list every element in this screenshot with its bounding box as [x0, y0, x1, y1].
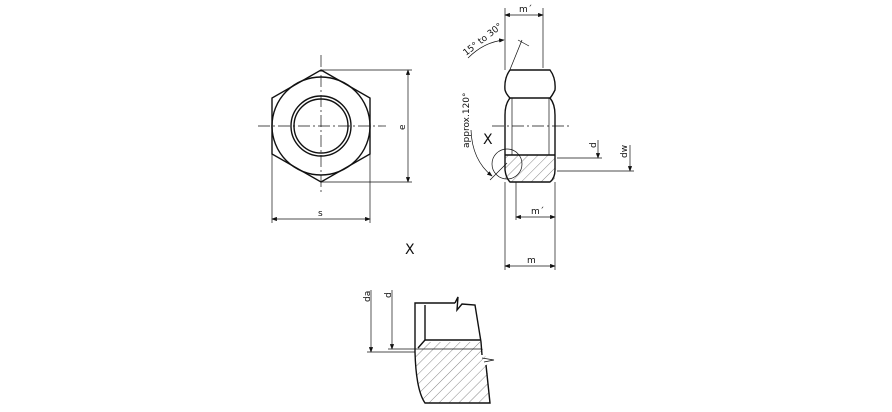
- detail-circle-x: [491, 148, 523, 180]
- upper-chamfer-band: [504, 69, 556, 99]
- label-s: s: [318, 209, 323, 219]
- label-approx-120: approx.120°: [462, 92, 472, 148]
- label-d: d: [589, 142, 599, 148]
- side-view: m´ 15° to 30° approx.120° X d dw m´ m: [462, 4, 634, 270]
- label-detail-d: d: [384, 292, 394, 298]
- label-chamfer-angle: 15° to 30°: [462, 22, 505, 59]
- label-m-prime-top: m´: [519, 4, 532, 15]
- nut-side-outline: [504, 97, 556, 183]
- label-dw: dw: [620, 145, 630, 158]
- detail-x-view: da d: [363, 290, 495, 404]
- front-view: e s: [258, 55, 412, 223]
- label-detail-x: X: [483, 132, 493, 148]
- label-m: m: [527, 256, 536, 266]
- label-e: e: [398, 124, 408, 130]
- label-m-prime-bottom: m´: [531, 206, 544, 217]
- detail-title-x: X: [405, 242, 415, 258]
- label-da: da: [363, 291, 373, 302]
